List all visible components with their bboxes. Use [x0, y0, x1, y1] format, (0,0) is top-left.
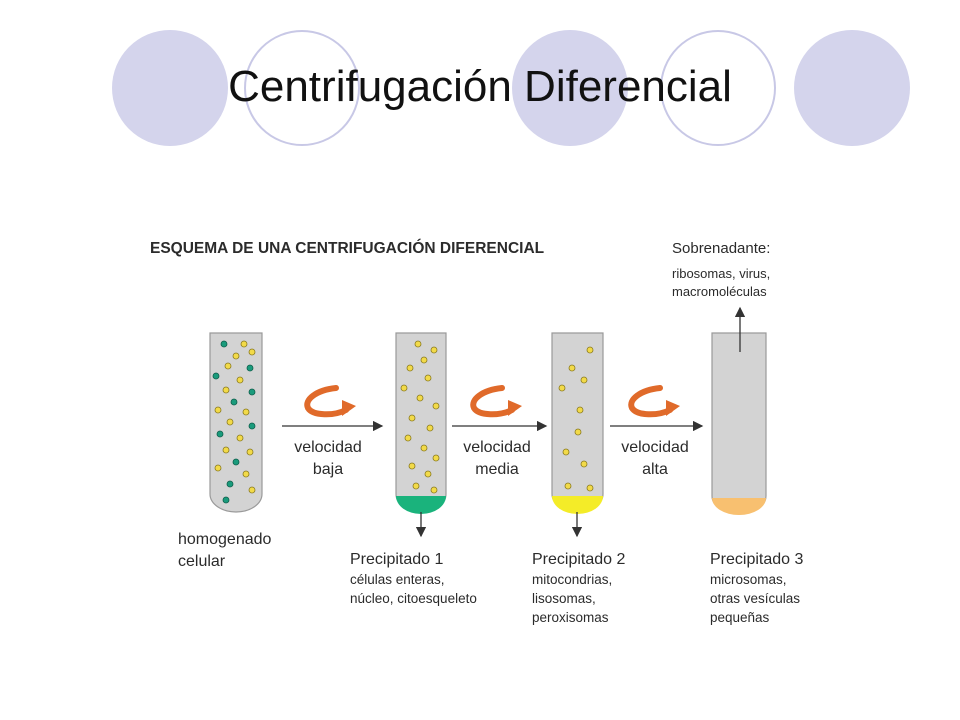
particles-yellow	[400, 340, 440, 494]
tube-precipitate-2	[551, 332, 604, 538]
particles-mixed	[212, 340, 256, 504]
precipitate-yellow	[552, 496, 603, 514]
slide-title: Centrifugación Diferencial	[228, 62, 732, 111]
precipitate-orange	[712, 498, 766, 515]
tube-1-label-line-2: celular	[178, 553, 226, 570]
supernatant-line-1: ribosomas, virus,	[672, 266, 770, 281]
deco-circle-3	[512, 30, 628, 146]
tube-body	[551, 332, 604, 513]
tube-body	[711, 332, 767, 515]
step-2-label-line-2: media	[475, 461, 519, 478]
rotation-arrow-icon	[470, 385, 515, 418]
precipitate-3-line-1: microsomas,	[710, 572, 787, 587]
deco-circle-1	[112, 30, 228, 146]
rotation-arrow-icon	[304, 385, 349, 418]
tube-precipitate-3	[711, 306, 767, 515]
step-medium-speed: velocidad media	[452, 385, 548, 478]
step-3-label-line-2: alta	[642, 461, 668, 478]
tube-precipitate-1	[395, 332, 447, 538]
deco-circle-2	[244, 30, 360, 146]
precipitate-3-line-2: otras vesículas	[710, 591, 800, 606]
precipitate-1-line-2: núcleo, citoesqueleto	[350, 591, 477, 606]
step-high-speed: velocidad alta	[610, 385, 704, 478]
precipitate-2-title: Precipitado 2	[532, 551, 625, 568]
tube-1-label-line-1: homogenado	[178, 531, 272, 548]
precipitate-2-line-2: lisosomas,	[532, 591, 596, 606]
supernatant-line-2: macromoléculas	[672, 284, 767, 299]
precipitate-2-line-3: peroxisomas	[532, 610, 609, 625]
diagram-heading: ESQUEMA DE UNA CENTRIFUGACIÓN DIFERENCIA…	[150, 239, 544, 257]
step-2-label-line-1: velocidad	[463, 439, 531, 456]
tube-homogenate	[209, 332, 263, 513]
precipitate-green	[396, 496, 446, 514]
deco-circle-4	[660, 30, 776, 146]
deco-circle-5	[794, 30, 910, 146]
step-1-label-line-1: velocidad	[294, 439, 362, 456]
precipitate-1-line-1: células enteras,	[350, 572, 445, 587]
precipitate-3-line-3: pequeñas	[710, 610, 770, 625]
step-3-label-line-1: velocidad	[621, 439, 689, 456]
precipitate-1-title: Precipitado 1	[350, 551, 443, 568]
tube-body	[209, 332, 263, 513]
step-1-label-line-2: baja	[313, 461, 343, 478]
supernatant-title: Sobrenadante:	[672, 240, 770, 257]
precipitate-2-line-1: mitocondrias,	[532, 572, 612, 587]
step-low-speed: velocidad baja	[282, 385, 384, 478]
precipitate-3-title: Precipitado 3	[710, 551, 803, 568]
particles-sparse	[558, 346, 594, 492]
rotation-arrow-icon	[628, 385, 673, 418]
